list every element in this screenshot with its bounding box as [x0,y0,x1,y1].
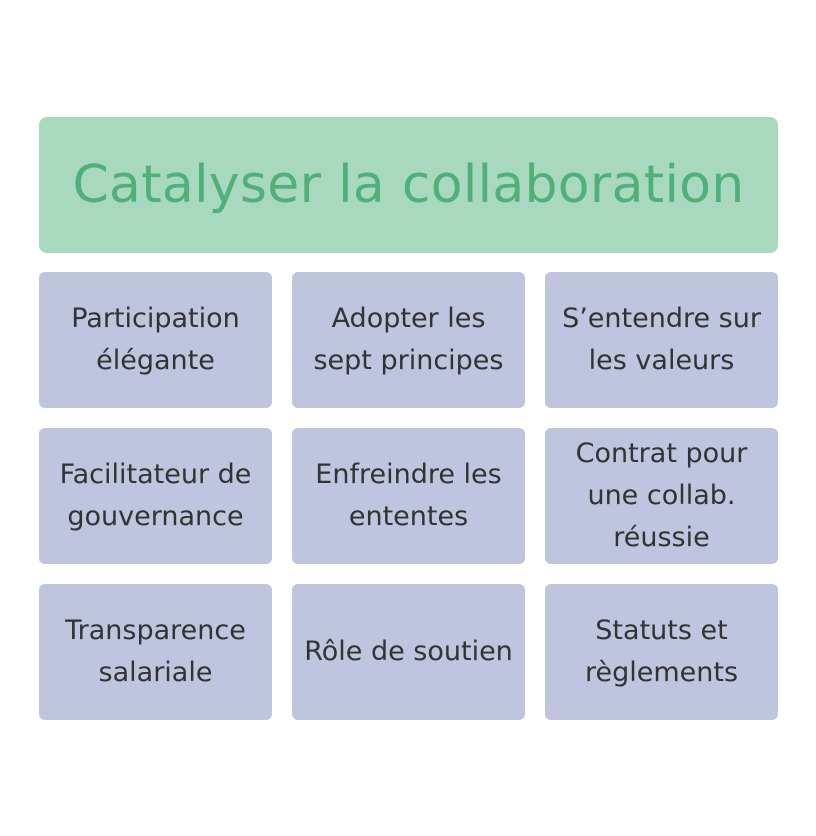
card-participation[interactable]: Participation élégante [39,272,272,408]
card-statuts[interactable]: Statuts et règlements [545,584,778,720]
header-banner: Catalyser la collaboration [39,117,778,253]
card-label: Facilitateur de gouvernance [59,459,252,532]
card-label: Statuts et règlements [584,615,739,688]
card-label: Rôle de soutien [304,636,513,667]
card-role-soutien[interactable]: Rôle de soutien [292,584,525,720]
card-facilitateur[interactable]: Facilitateur de gouvernance [39,428,272,564]
card-contrat[interactable]: Contrat pour une collab. réussie [545,428,778,564]
card-valeurs[interactable]: S’entendre sur les valeurs [545,272,778,408]
card-label: Contrat pour une collab. réussie [575,438,748,553]
page-title: Catalyser la collaboration [72,155,745,215]
card-label: Participation élégante [71,303,240,376]
card-label: S’entendre sur les valeurs [562,303,761,376]
card-enfreindre[interactable]: Enfreindre les ententes [292,428,525,564]
card-label: Enfreindre les ententes [315,459,502,532]
card-transparence[interactable]: Transparence salariale [39,584,272,720]
card-label: Adopter les sept principes [313,303,504,376]
card-grid: Participation élégante Adopter les sept … [39,272,778,720]
card-label: Transparence salariale [65,615,246,688]
card-adopter-principes[interactable]: Adopter les sept principes [292,272,525,408]
